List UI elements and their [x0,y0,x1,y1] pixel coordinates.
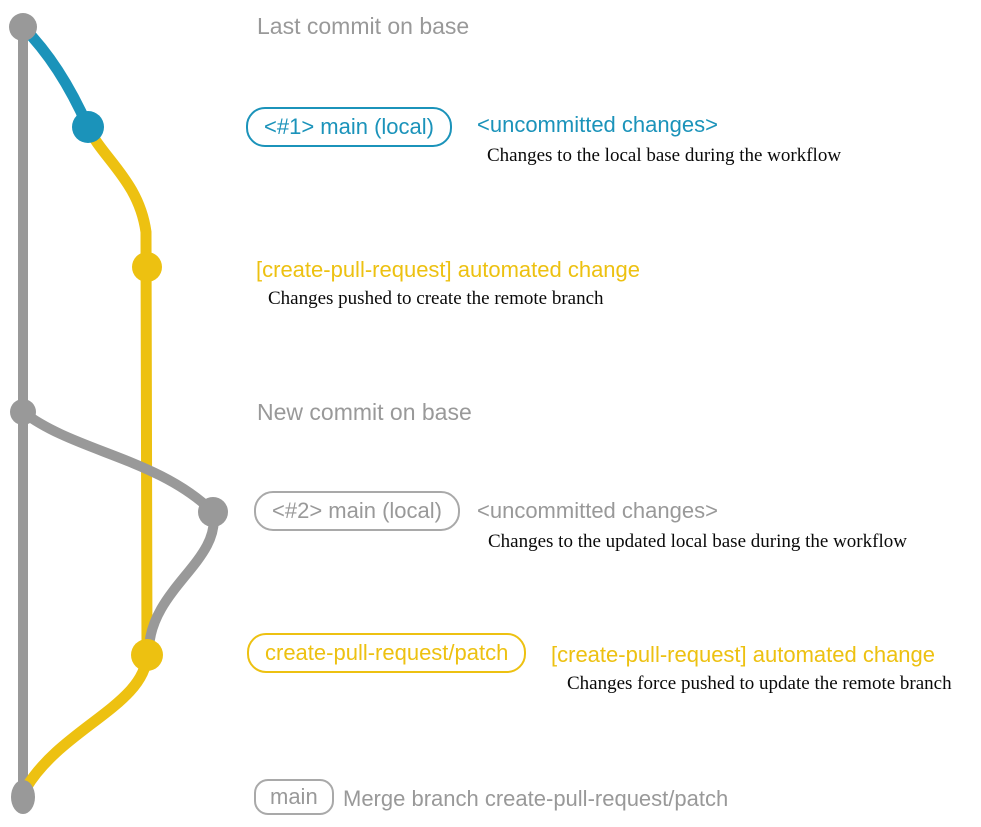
remote-branch-line [82,121,153,661]
commit-title-uncommitted-1: <uncommitted changes> [477,112,718,137]
rebase-line-in [144,507,219,653]
branch-badge-main-merge: main [254,779,334,816]
merge-commit-label: Merge branch create-pull-request/patch [343,786,729,811]
last-commit-label: Last commit on base [257,13,470,39]
node-remote-2 [131,639,163,671]
commit-desc-automated-1: Changes pushed to create the remote bran… [268,288,604,309]
commit-desc-uncommitted-2: Changes to the updated local base during… [488,531,907,552]
remote-merge-line [20,649,153,794]
new-commit-label: New commit on base [257,399,472,425]
branch-badge-patch: create-pull-request/patch [247,633,527,674]
rebase-line-out [18,407,218,517]
commit-desc-automated-2: Changes force pushed to update the remot… [567,673,952,694]
branch-badge-main-local-2: <#2> main (local) [254,491,460,532]
commit-title-automated-1: [create-pull-request] automated change [256,257,641,282]
node-base-top [9,13,37,41]
commit-desc-uncommitted-1: Changes to the local base during the wor… [487,145,842,166]
local-branch-line [17,21,94,133]
node-base-new [10,399,36,425]
commit-title-uncommitted-2: <uncommitted changes> [477,498,718,523]
node-remote-1 [132,252,162,282]
node-local-1 [72,111,104,143]
node-merge-bottom [11,780,35,814]
node-local-2 [198,497,228,527]
commit-title-automated-2: [create-pull-request] automated change [551,642,936,667]
branch-badge-main-local-1: <#1> main (local) [246,107,452,148]
